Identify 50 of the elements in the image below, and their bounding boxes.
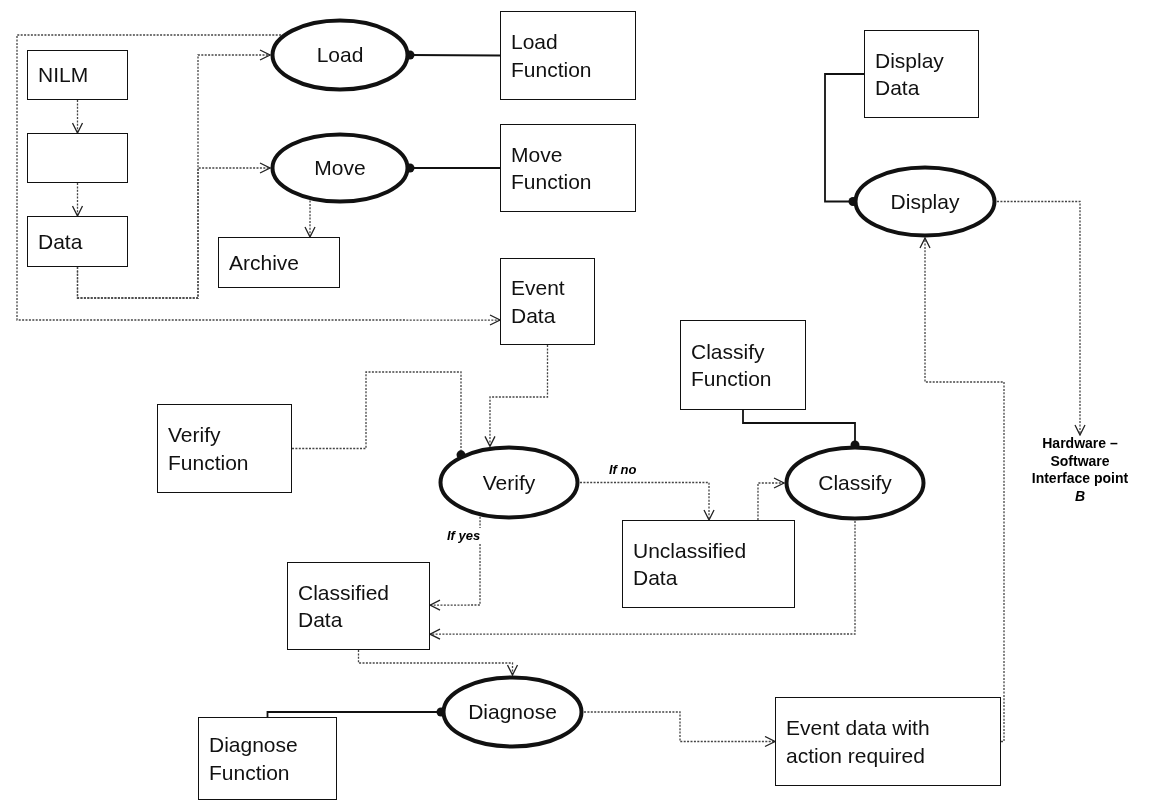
node-text: Verify xyxy=(482,469,536,496)
connector-arrow xyxy=(484,344,549,447)
connector-arrow xyxy=(304,199,316,238)
node-text: Classified Data xyxy=(298,579,391,633)
process-box xyxy=(198,717,337,800)
node-text: Classify xyxy=(818,470,892,497)
node-text: Diagnose xyxy=(468,699,557,726)
node-text: Load xyxy=(316,42,364,69)
process-box xyxy=(27,50,128,100)
node-text: Event Data xyxy=(511,275,566,329)
node-text: Data xyxy=(38,228,83,255)
connector-arrow xyxy=(919,237,1005,743)
connector-arrow xyxy=(76,162,271,299)
connector-arrow xyxy=(583,711,776,748)
connector-arrow xyxy=(579,481,715,521)
node-text: Move Function xyxy=(511,141,593,195)
connector-arrow xyxy=(757,477,785,521)
node-text: NILM xyxy=(38,62,89,89)
node-text: Unclassified Data xyxy=(633,537,748,591)
edge-label: If no xyxy=(608,462,638,477)
node-text: Move xyxy=(314,155,366,182)
process-box xyxy=(27,216,128,267)
node-text: Load Function xyxy=(511,29,593,83)
process-box xyxy=(218,237,340,288)
process-box xyxy=(500,124,636,212)
node-text: Display xyxy=(890,188,960,215)
process-box xyxy=(500,11,636,100)
interface-note: Hardware – Software Interface point B xyxy=(1030,435,1130,505)
connector-arrow xyxy=(429,520,856,640)
process-box xyxy=(775,697,1001,786)
process-box xyxy=(287,562,430,650)
process-box xyxy=(864,30,979,118)
node-text: Verify Function xyxy=(168,422,250,476)
node-text: Diagnose Function xyxy=(209,732,299,786)
node-text: Display Data xyxy=(875,47,945,101)
connector-arrow xyxy=(71,99,84,134)
process-box xyxy=(680,320,806,410)
edge-label: If yes xyxy=(446,528,482,543)
process-box xyxy=(500,258,595,345)
connector-arrow xyxy=(357,649,519,676)
process-box xyxy=(622,520,795,608)
node-text: Archive xyxy=(229,249,300,276)
connector-arrow xyxy=(71,182,84,217)
connector-arrow xyxy=(996,200,1086,436)
node-text: Classify Function xyxy=(691,338,773,392)
connector-arrow xyxy=(16,34,501,326)
connector-arrow xyxy=(429,516,481,611)
node-text: Event data with action required xyxy=(786,715,931,769)
process-box xyxy=(157,404,292,493)
process-box xyxy=(27,133,128,183)
